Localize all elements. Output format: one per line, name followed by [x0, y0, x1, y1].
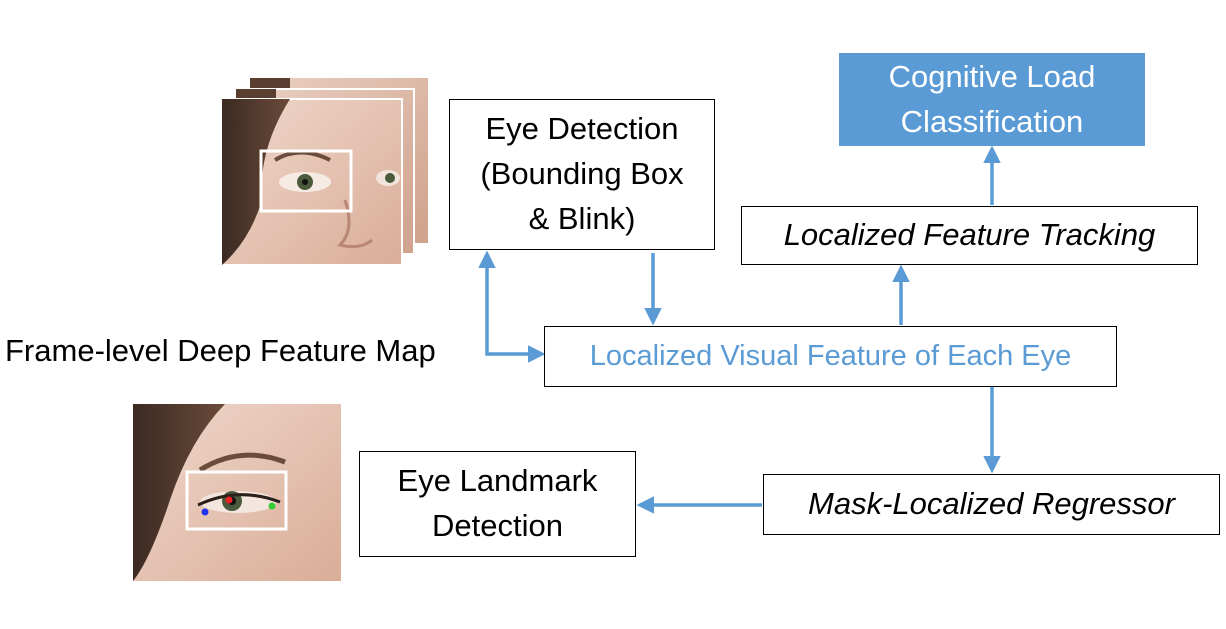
landmark-dot-blue [201, 508, 209, 516]
landmark-dot-red [225, 496, 233, 504]
eye-landmark-image [133, 404, 341, 581]
landmark-dot-green [268, 502, 276, 510]
eye-landmark-label: Eye Landmark Detection [397, 463, 598, 543]
cognitive-load-label: Cognitive Load Classification [888, 58, 1096, 139]
face-frames-image [221, 78, 428, 266]
localized-feature-tracking-box: Localized Feature Tracking [741, 206, 1198, 265]
eye-detection-label: Eye Detection (Bounding Box & Blink) [480, 111, 684, 236]
eye-landmark-detection-box: Eye Landmark Detection [359, 451, 636, 557]
arrow-feature-detection-bidirectional [478, 250, 546, 363]
feature-tracking-label: Localized Feature Tracking [783, 217, 1156, 253]
frame-level-feature-map-label: Frame-level Deep Feature Map [5, 333, 436, 368]
cognitive-load-classification-box: Cognitive Load Classification [839, 53, 1145, 146]
localized-visual-feature-label: Localized Visual Feature of Each Eye [589, 340, 1072, 373]
localized-visual-feature-box: Localized Visual Feature of Each Eye [544, 326, 1117, 387]
mask-regressor-label: Mask-Localized Regressor [808, 486, 1175, 522]
mask-localized-regressor-box: Mask-Localized Regressor [763, 474, 1220, 535]
eye-detection-box: Eye Detection (Bounding Box & Blink) [449, 99, 715, 250]
